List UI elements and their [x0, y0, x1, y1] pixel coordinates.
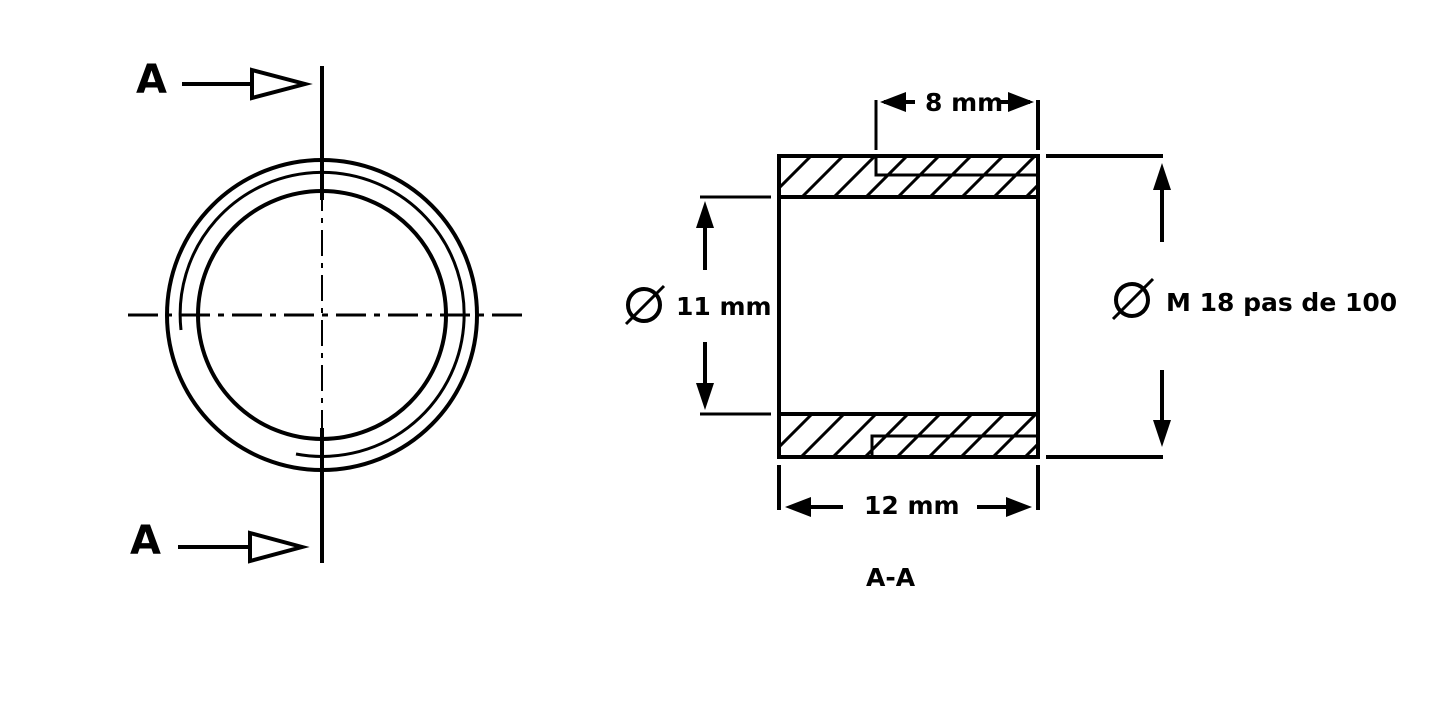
part-outline: [777, 154, 1040, 459]
total-length-label: 12 mm: [864, 491, 960, 520]
dim-thread-diameter: M 18 pas de 100: [1111, 163, 1397, 447]
hatch-line: [800, 157, 844, 197]
hatch-line: [800, 414, 846, 456]
hatch-line: [896, 157, 940, 197]
dim-thread-length: 8 mm: [880, 88, 1034, 117]
thread-spec-label: M 18 pas de 100: [1166, 288, 1397, 317]
hatch-line: [1058, 157, 1098, 197]
hatch-line: [1058, 414, 1100, 456]
hatch-top: [780, 157, 1098, 197]
thread-line-bottom: [870, 434, 1038, 455]
hatch-line: [1024, 183, 1037, 197]
hatch-line: [1024, 442, 1037, 456]
hatch-line: [960, 157, 1004, 197]
bore-diameter-label: 11 mm: [676, 292, 772, 321]
diameter-symbol-thread: [1111, 277, 1155, 321]
section-arrow-top: [182, 67, 313, 101]
section-mark-bottom: A: [130, 518, 161, 564]
hatch-line: [928, 157, 972, 197]
thread-line-top: [874, 157, 1038, 177]
front-view: A A: [128, 57, 522, 564]
thread-length-label: 8 mm: [925, 88, 1003, 117]
hatch-line: [780, 414, 814, 449]
hatch-line: [832, 157, 876, 197]
hatch-line: [992, 157, 1036, 197]
section-view: 8 mm 11 mm M 18 pas de 100: [624, 88, 1397, 592]
hatch-line: [864, 157, 908, 197]
section-label: A-A: [866, 563, 916, 592]
hatch-line: [780, 157, 812, 190]
hatch-line: [832, 414, 878, 456]
dim-bore-diameter: 11 mm: [624, 201, 772, 410]
diameter-symbol-bore: [624, 284, 666, 326]
section-arrow-bottom: [178, 530, 310, 564]
section-mark-top: A: [136, 57, 167, 103]
dim-total-length: 12 mm: [785, 491, 1032, 520]
thread-arc: [178, 170, 466, 458]
